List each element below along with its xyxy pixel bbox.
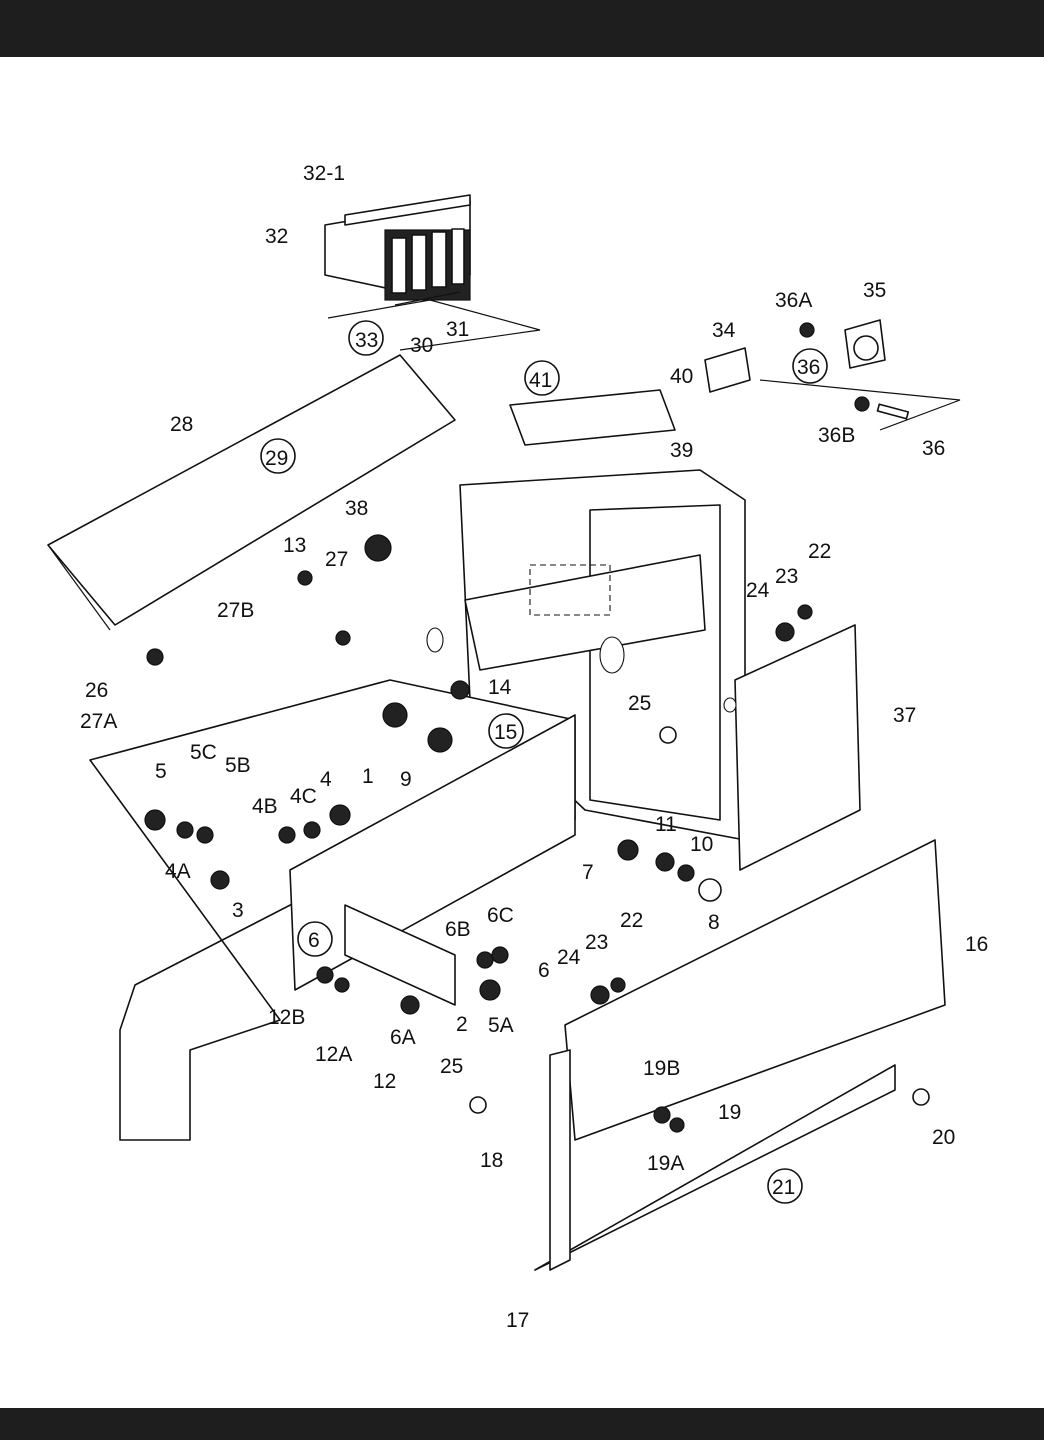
- breaker-box-assembly: [324, 194, 471, 306]
- callout-25-bottom: 25: [440, 1055, 463, 1078]
- callout-34: 34: [712, 319, 736, 342]
- callout-24-bottom: 24: [557, 946, 581, 969]
- callout-labels: 32-1 32 33 30 31 34 35 36A 36 36B 36 41 …: [80, 162, 988, 1332]
- callout-8: 8: [708, 911, 720, 934]
- callout-35: 35: [863, 279, 886, 302]
- footer-band: [0, 1408, 1044, 1440]
- callout-4: 4: [320, 768, 332, 791]
- callout-7: 7: [582, 861, 594, 884]
- callout-1: 1: [362, 765, 374, 788]
- callout-19: 19: [718, 1101, 741, 1124]
- callout-33: 33: [355, 329, 378, 352]
- callout-19a: 19A: [647, 1152, 684, 1175]
- callout-6: 6: [538, 959, 550, 982]
- callout-13: 13: [283, 534, 306, 557]
- callout-4b: 4B: [252, 795, 278, 818]
- callout-40: 40: [670, 365, 693, 388]
- callout-6a: 6A: [390, 1026, 416, 1049]
- callout-27a: 27A: [80, 710, 117, 733]
- callout-9: 9: [400, 768, 412, 791]
- callout-32-1: 32-1: [303, 162, 345, 185]
- callout-12a: 12A: [315, 1043, 352, 1066]
- callout-36a: 36A: [775, 289, 812, 312]
- callout-20: 20: [932, 1126, 955, 1149]
- callout-11: 11: [655, 813, 677, 836]
- bottom-panel-17: [534, 1064, 896, 1271]
- callout-6-circled: 6: [308, 929, 320, 952]
- callout-12: 12: [373, 1070, 396, 1093]
- callout-14: 14: [488, 676, 512, 699]
- callout-29: 29: [265, 447, 288, 470]
- outlet-box: [704, 347, 751, 393]
- callout-39: 39: [670, 439, 693, 462]
- callout-6b: 6B: [445, 918, 471, 941]
- callout-15: 15: [494, 721, 517, 744]
- callout-6c: 6C: [487, 904, 514, 927]
- nut-36a: [799, 322, 815, 338]
- callout-30: 30: [410, 334, 433, 357]
- side-plate: [734, 624, 861, 871]
- bottom-panel-16: [564, 839, 946, 1141]
- callout-16: 16: [965, 933, 988, 956]
- callout-27b: 27B: [217, 599, 254, 622]
- top-cover-panel: [47, 354, 456, 626]
- callout-19b: 19B: [643, 1057, 680, 1080]
- callout-28: 28: [170, 413, 193, 436]
- callout-38: 38: [345, 497, 368, 520]
- callout-37: 37: [893, 704, 916, 727]
- callout-21: 21: [772, 1176, 795, 1199]
- callout-24-top: 24: [746, 579, 770, 602]
- callout-36-circled: 36: [797, 356, 820, 379]
- callout-23-bottom: 23: [585, 931, 608, 954]
- callout-26: 26: [85, 679, 108, 702]
- callout-22-top: 22: [808, 540, 831, 563]
- callout-12b: 12B: [268, 1006, 305, 1029]
- callout-17: 17: [506, 1309, 529, 1332]
- terminal-plate: [344, 904, 456, 1006]
- callout-25-top: 25: [628, 692, 651, 715]
- callout-36: 36: [922, 437, 945, 460]
- callout-27: 27: [325, 548, 348, 571]
- callout-5c: 5C: [190, 741, 217, 764]
- callout-2: 2: [456, 1013, 468, 1036]
- callout-4a: 4A: [165, 860, 191, 883]
- callout-5: 5: [155, 760, 167, 783]
- header-band: [0, 0, 1044, 57]
- callout-32: 32: [265, 225, 288, 248]
- callout-3: 3: [232, 899, 244, 922]
- callout-22-bottom: 22: [620, 909, 643, 932]
- callout-23-top: 23: [775, 565, 798, 588]
- callout-41: 41: [529, 369, 552, 392]
- callout-18: 18: [480, 1149, 503, 1172]
- callout-10: 10: [690, 833, 713, 856]
- callout-31: 31: [446, 318, 469, 341]
- callout-4c: 4C: [290, 785, 317, 808]
- callout-5a: 5A: [488, 1014, 514, 1037]
- callout-36b: 36B: [818, 424, 855, 447]
- callout-5b: 5B: [225, 754, 251, 777]
